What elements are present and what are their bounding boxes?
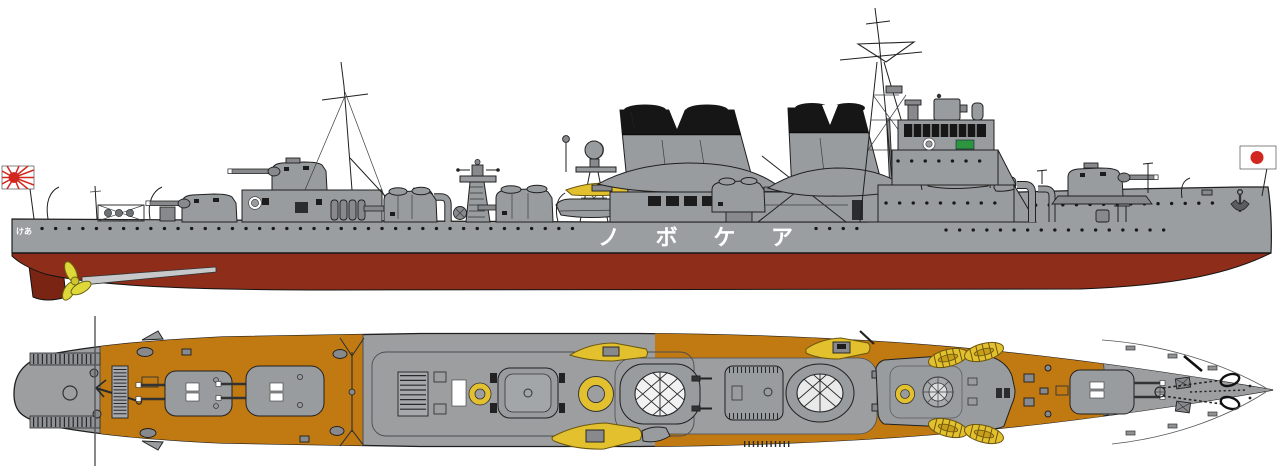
mainmast-plan: [339, 337, 365, 447]
hull-name-katakana: ノ ボ ケ ア: [598, 226, 807, 251]
plan-view: [13, 316, 1274, 466]
torpedo-mount-mid: [477, 184, 554, 223]
green-panel: [955, 139, 975, 150]
motorboat-plan: [805, 330, 875, 360]
stern-pole: [94, 185, 98, 220]
depth-charge-rack: [97, 204, 145, 222]
rising-sun-ensign-icon: [1, 165, 35, 190]
stern-name-hiragana: けあ: [16, 227, 32, 236]
midship-plan: [371, 330, 875, 450]
life-ring-icon: [922, 137, 936, 151]
underwater-hull: [11, 252, 1272, 291]
life-ring-icon: [248, 196, 262, 210]
anchor-gear-plan: [1154, 355, 1252, 414]
side-profile-view: ノ ボ ケ ア けあ: [1, 7, 1277, 301]
turret-Y-plan: [135, 370, 233, 417]
stern-davit: [46, 186, 60, 220]
forecastle-plan: [1023, 339, 1267, 445]
searchlight-icon: [584, 140, 604, 160]
gun-turret-A: [1051, 162, 1159, 205]
yellow-ring-bridge: [895, 383, 916, 404]
midship-fittings: [363, 159, 554, 223]
funnel-1-plan: [619, 363, 701, 425]
stern-deck-plan: [29, 316, 164, 466]
aft-deck-plan: [111, 337, 365, 447]
bow-davit: [1181, 177, 1191, 199]
yellow-ring-small: [468, 382, 492, 406]
turret-X-plan: [215, 365, 325, 417]
gun-turret-Y: [145, 193, 238, 223]
bridge-superstructure: [877, 93, 1037, 223]
forward-deck-fittings: [1017, 169, 1213, 223]
torpedo-mount-plan-1: [490, 367, 565, 419]
torpedo-mount-aft: [363, 186, 438, 223]
capstan: [1095, 209, 1110, 223]
bridge-window-band: [904, 124, 986, 137]
anchor-icon: [1230, 189, 1250, 212]
machine-gun-plan: [691, 375, 712, 412]
turret-apron: [1051, 195, 1153, 205]
compass-platform: [922, 376, 954, 408]
stern-davit: [148, 186, 163, 220]
cable-reel: [453, 206, 467, 220]
funnel-2-plan: [785, 363, 855, 423]
deck-edge-fittings: [1125, 345, 1218, 436]
stern-fittings: [1, 165, 176, 222]
funnel-1: [596, 104, 780, 193]
gun-barrel: [227, 168, 273, 174]
director-pedestal: [456, 159, 500, 223]
gun-turret-X: [227, 157, 328, 191]
bollard-pair-plan: [996, 388, 1010, 398]
dinghy-plan: [641, 426, 671, 443]
deckhouse-block-plan: [724, 365, 784, 421]
rangefinder: [904, 93, 984, 121]
deck-locker: [159, 206, 176, 222]
turret-A-plan: [1069, 369, 1166, 415]
boat-plan-top: [568, 342, 648, 362]
searchlight-platform-ring: [578, 376, 614, 412]
hinomaru-flag-icon: [1239, 145, 1277, 197]
vent-cylinder-cluster: [330, 199, 366, 221]
bridge-plan: [871, 338, 1016, 448]
aft-deckhouse-group: [145, 61, 395, 223]
boat-plan-bottom: [551, 422, 671, 450]
propeller: [62, 261, 92, 301]
